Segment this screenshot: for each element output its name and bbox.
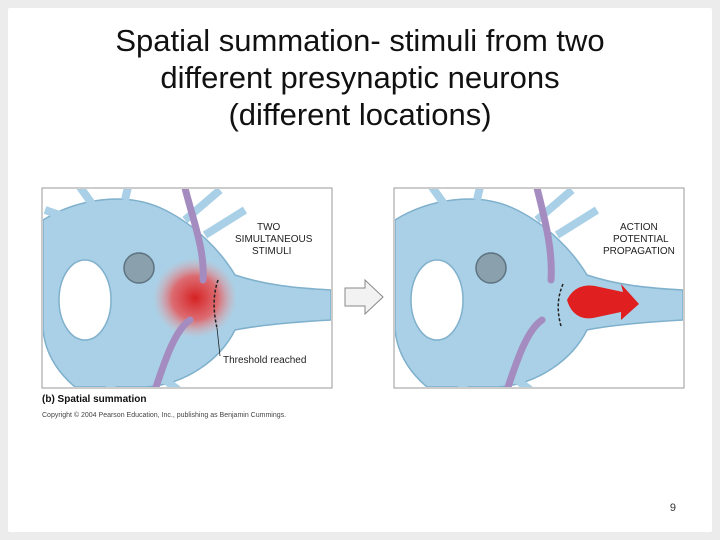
- dendrite-left-top: [43, 189, 132, 224]
- figure-copyright: Copyright © 2004 Pearson Education, Inc.…: [42, 412, 287, 419]
- left-label-1: TWO: [257, 222, 281, 233]
- threshold-leader: [216, 327, 221, 357]
- presynaptic-axon-bottom-right: [504, 316, 546, 387]
- figure-caption: (b) Spatial summation: [42, 394, 147, 405]
- threshold-line-right: [557, 283, 564, 327]
- left-label-2: SIMULTANEOUS: [235, 234, 313, 245]
- title-line-1: Spatial summation- stimuli from two: [115, 23, 605, 58]
- presynaptic-axon-bottom: [152, 316, 194, 387]
- transition-arrow: [344, 278, 384, 316]
- left-label-3: STIMULI: [252, 246, 291, 257]
- neuron-cell-body-right: [395, 198, 683, 387]
- presynaptic-axon-top: [181, 189, 207, 284]
- title-line-2: different presynaptic neurons: [160, 60, 560, 95]
- right-panel: ACTION POTENTIAL PROPAGATION: [393, 187, 685, 389]
- action-potential-wave: [567, 284, 639, 320]
- slide-title: Spatial summation- stimuli from two diff…: [38, 22, 682, 133]
- cell-gap-right: [410, 259, 464, 341]
- right-label-3: PROPAGATION: [603, 246, 675, 257]
- threshold-label: Threshold reached: [223, 355, 306, 366]
- presynaptic-axon-top-right: [533, 189, 555, 284]
- left-panel: TWO SIMULTANEOUS STIMULI Threshold reach…: [41, 187, 333, 389]
- dendrite-bottom: [105, 376, 181, 387]
- dendrite-right-panel-bottom: [457, 376, 533, 387]
- slide: Spatial summation- stimuli from two diff…: [8, 8, 712, 532]
- dendrite-right-panel-top: [428, 189, 600, 239]
- right-label-1: ACTION: [620, 222, 658, 233]
- title-line-3: (different locations): [228, 97, 492, 132]
- stimulus-glow: [153, 258, 237, 338]
- figure-svg: TWO SIMULTANEOUS STIMULI Threshold reach…: [41, 187, 685, 389]
- nucleus-right: [475, 252, 507, 284]
- nucleus: [123, 252, 155, 284]
- right-label-2: POTENTIAL: [613, 234, 669, 245]
- page-number: 9: [669, 502, 676, 514]
- spatial-summation-figure: TWO SIMULTANEOUS STIMULI Threshold reach…: [35, 180, 685, 430]
- cell-gap: [58, 259, 112, 341]
